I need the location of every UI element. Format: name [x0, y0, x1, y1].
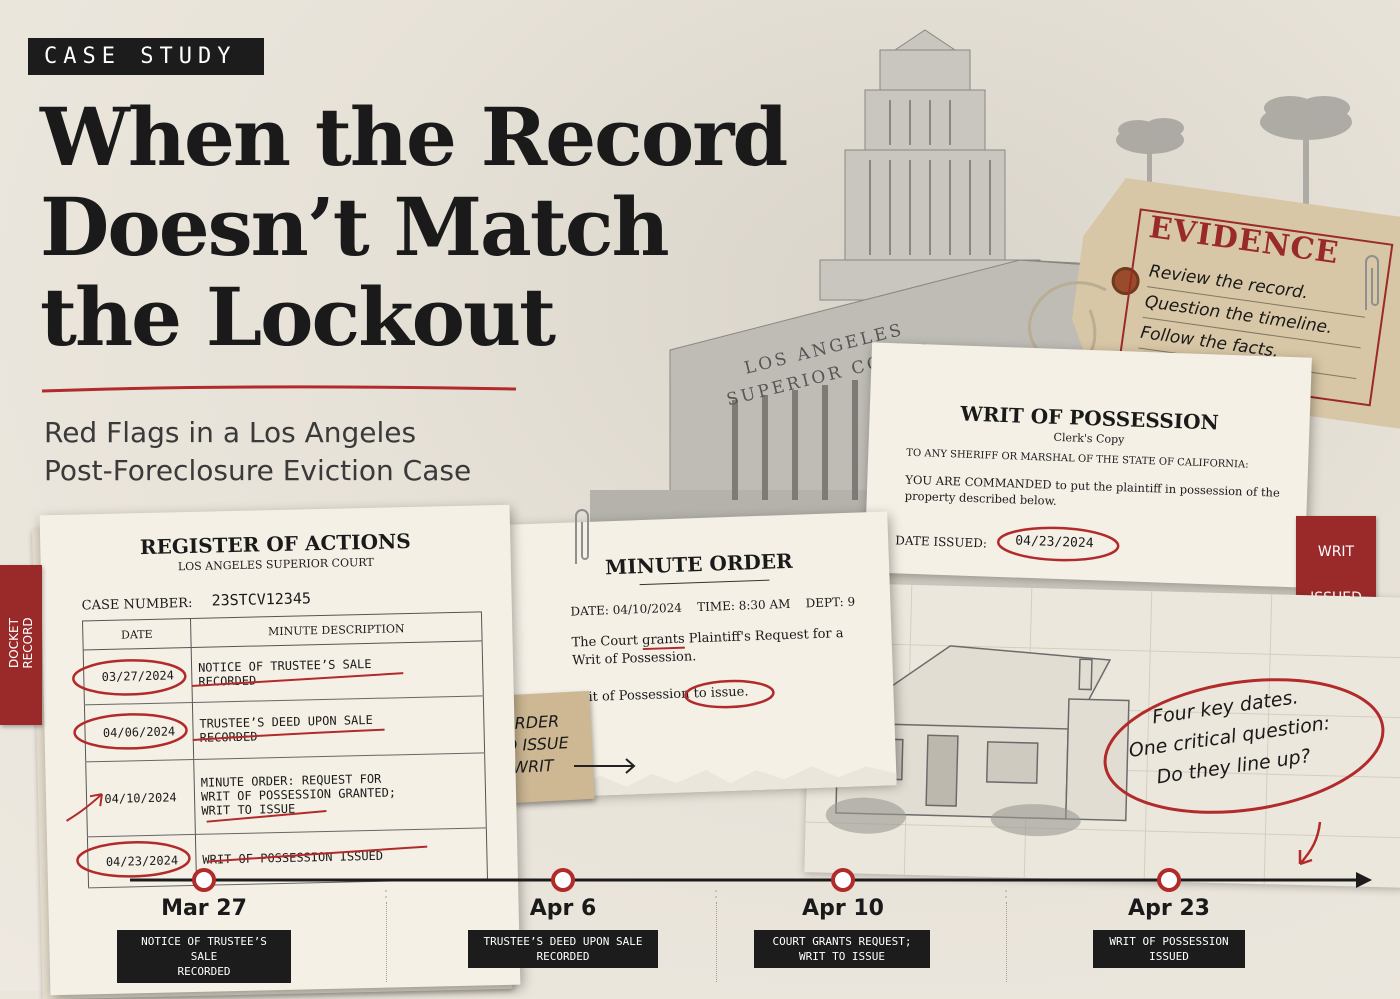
divider: [386, 902, 387, 982]
column-header-date: DATE: [82, 618, 192, 650]
callout-circle-mark: [1103, 678, 1385, 814]
minute-order-title: MINUTE ORDER: [604, 548, 794, 580]
grants-word: grants: [641, 631, 685, 651]
caption-line: RECORDED: [536, 950, 590, 963]
writ-date-label: DATE ISSUED:: [895, 533, 988, 551]
torn-edge: [516, 766, 897, 799]
divider: [639, 579, 770, 586]
timeline-labels: Mar 27 NOTICE OF TRUSTEE’S SALE RECORDED…: [0, 890, 1400, 990]
subtitle-line: Post-Foreclosure Eviction Case: [44, 454, 472, 487]
caption-line: WRIT TO ISSUE: [798, 950, 886, 963]
timeline-axis: [130, 868, 1372, 900]
date-circle-mark: [76, 841, 191, 878]
timeline-date: Apr 10: [802, 896, 884, 921]
timeline-caption: COURT GRANTS REQUEST; WRIT TO ISSUE: [754, 930, 930, 968]
paperclip-icon: [575, 509, 589, 564]
register-of-actions-document: REGISTER OF ACTIONS LOS ANGELES SUPERIOR…: [31, 504, 521, 999]
timeline-marker: [192, 868, 216, 892]
case-study-tag: CASE STUDY: [28, 38, 265, 75]
caption-line: ISSUED: [1149, 950, 1189, 963]
subtitle-line: Red Flags in a Los Angeles: [44, 416, 417, 449]
docket-tab-line: DOCKET: [7, 618, 21, 668]
caption-line: NOTICE OF TRUSTEE’S SALE: [141, 935, 267, 963]
date-circle-marks: [72, 659, 191, 878]
docket-tab-line: RECORD: [21, 617, 35, 669]
headline-line: When the Record: [40, 90, 788, 184]
writ-tab-line: WRIT: [1317, 544, 1355, 560]
to-issue-circle-mark: [684, 679, 775, 709]
writ-of-possession-document: WRIT OF POSSESSION Clerk's Copy TO ANY S…: [864, 342, 1312, 588]
writ-command: YOU ARE COMMANDED to put the plaintiff i…: [904, 472, 1281, 508]
house-sketch: [805, 584, 1400, 885]
date-circle-mark: [72, 659, 187, 696]
case-number-value: 23STCV12345: [211, 589, 312, 610]
timeline-caption: WRIT OF POSSESSION ISSUED: [1093, 930, 1245, 968]
headline: When the Record Doesn’t Match the Lockou…: [40, 92, 860, 362]
timeline-caption: NOTICE OF TRUSTEE’S SALE RECORDED: [117, 930, 291, 983]
timeline-date: Apr 6: [529, 896, 597, 921]
timeline-date: Apr 23: [1128, 896, 1210, 921]
headline-line: Doesn’t Match: [40, 180, 670, 274]
minute-order-text: The Court grants Plaintiff's Request for…: [571, 624, 872, 670]
callout-arrow-icon: [1298, 821, 1322, 866]
timeline-date: Mar 27: [161, 896, 247, 921]
house-sketch-panel: [804, 582, 1400, 888]
divider: [716, 902, 717, 982]
case-number-label: CASE NUMBER:: [81, 595, 193, 614]
register-page: REGISTER OF ACTIONS LOS ANGELES SUPERIOR…: [39, 504, 521, 996]
subtitle: Red Flags in a Los Angeles Post-Foreclos…: [44, 414, 471, 490]
minute-order-document: MINUTE ORDER DATE: 04/10/2024 TIME: 8:30…: [507, 511, 897, 799]
red-arrow-icon: [66, 793, 103, 822]
note-arrow-icon: [574, 758, 636, 774]
timeline-caption: TRUSTEE’S DEED UPON SALE RECORDED: [468, 930, 658, 968]
timeline-marker: [1157, 868, 1181, 892]
caption-line: COURT GRANTS REQUEST;: [772, 935, 912, 948]
date-circle-mark: [997, 526, 1120, 562]
caption-line: TRUSTEE’S DEED UPON SALE: [483, 935, 643, 948]
date-circle-mark: [73, 713, 188, 750]
headline-line: the Lockout: [40, 270, 556, 364]
headline-underline: [41, 385, 517, 393]
red-underlines: [191, 672, 428, 863]
minute-order-info: DATE: 04/10/2024 TIME: 8:30 AM DEPT: 9: [570, 594, 856, 619]
arrowhead-icon: [1356, 872, 1372, 888]
text-part: The Court: [571, 633, 643, 651]
writ-addressee: TO ANY SHERIFF OR MARSHAL OF THE STATE O…: [906, 447, 1249, 471]
paperclip-icon: [1365, 255, 1379, 310]
divider: [1006, 902, 1007, 982]
caption-line: RECORDED: [177, 965, 231, 978]
timeline-marker: [831, 868, 855, 892]
caption-line: WRIT OF POSSESSION: [1109, 935, 1229, 948]
timeline-marker: [551, 868, 575, 892]
